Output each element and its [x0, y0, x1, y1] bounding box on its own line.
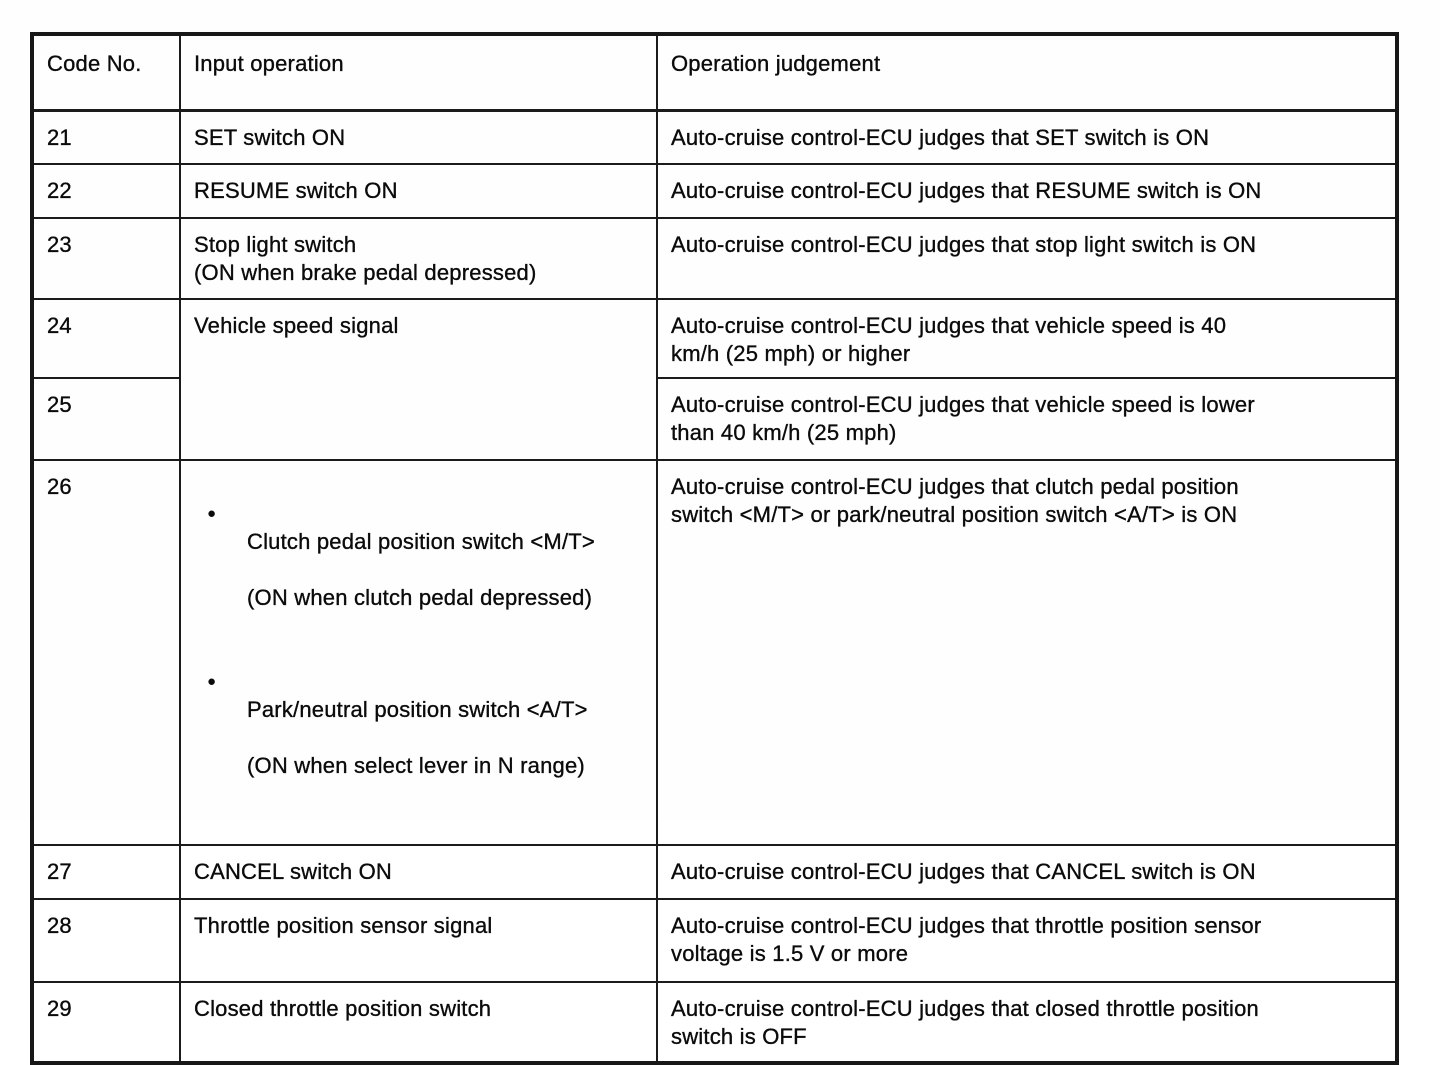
column-header-operation-judgement: Operation judgement — [657, 34, 1397, 111]
table-row-code-21: 21 SET switch ON Auto-cruise control-ECU… — [32, 111, 1397, 164]
bullet-icon: ● — [194, 500, 247, 528]
table-row-code-23: 23 Stop light switch (ON when brake peda… — [32, 218, 1397, 299]
input-operation-cell-bulleted: ● Clutch pedal position switch <M/T> (ON… — [180, 460, 657, 845]
table-row-code-29: 29 Closed throttle position switch Auto-… — [32, 982, 1397, 1063]
operation-judgement-cell: Auto-cruise control-ECU judges that clut… — [657, 460, 1397, 845]
bullet-text: Clutch pedal position switch <M/T> — [247, 528, 640, 556]
code-cell: 25 — [32, 378, 180, 460]
operation-judgement-cell: Auto-cruise control-ECU judges that clos… — [657, 982, 1397, 1063]
scanned-page: Code No. Input operation Operation judge… — [0, 0, 1440, 820]
operation-judgement-cell: Auto-cruise control-ECU judges that stop… — [657, 218, 1397, 299]
input-operation-cell: SET switch ON — [180, 111, 657, 164]
bullet-icon: ● — [194, 668, 247, 696]
input-operation-cell: RESUME switch ON — [180, 164, 657, 218]
bullet-text: Park/neutral position switch <A/T> — [247, 696, 640, 724]
diagnosis-code-table: Code No. Input operation Operation judge… — [30, 32, 1399, 1065]
table-row-code-22: 22 RESUME switch ON Auto-cruise control-… — [32, 164, 1397, 218]
column-header-input-operation: Input operation — [180, 34, 657, 111]
table-row-code-28: 28 Throttle position sensor signal Auto-… — [32, 899, 1397, 982]
operation-judgement-cell: Auto-cruise control-ECU judges that SET … — [657, 111, 1397, 164]
code-cell: 23 — [32, 218, 180, 299]
code-cell: 21 — [32, 111, 180, 164]
operation-judgement-cell: Auto-cruise control-ECU judges that vehi… — [657, 299, 1397, 378]
operation-judgement-cell: Auto-cruise control-ECU judges that thro… — [657, 899, 1397, 982]
table-header-row: Code No. Input operation Operation judge… — [32, 34, 1397, 111]
operation-judgement-cell: Auto-cruise control-ECU judges that vehi… — [657, 378, 1397, 460]
code-cell: 28 — [32, 899, 180, 982]
column-header-code: Code No. — [32, 34, 180, 111]
code-cell: 22 — [32, 164, 180, 218]
input-operation-cell: Throttle position sensor signal — [180, 899, 657, 982]
table-row-code-24: 24 Vehicle speed signal Auto-cruise cont… — [32, 299, 1397, 378]
operation-judgement-cell: Auto-cruise control-ECU judges that CANC… — [657, 845, 1397, 899]
bullet-subtext: (ON when clutch pedal depressed) — [247, 584, 640, 612]
code-cell: 24 — [32, 299, 180, 378]
table-row-code-26: 26 ● Clutch pedal position switch <M/T> … — [32, 460, 1397, 845]
code-cell: 27 — [32, 845, 180, 899]
bullet-subtext: (ON when select lever in N range) — [247, 752, 640, 780]
bullet-item-park-neutral: ● Park/neutral position switch <A/T> (ON… — [194, 668, 640, 808]
input-operation-cell: Closed throttle position switch — [180, 982, 657, 1063]
code-cell: 29 — [32, 982, 180, 1063]
table-row-code-27: 27 CANCEL switch ON Auto-cruise control-… — [32, 845, 1397, 899]
input-operation-cell: Stop light switch (ON when brake pedal d… — [180, 218, 657, 299]
operation-judgement-cell: Auto-cruise control-ECU judges that RESU… — [657, 164, 1397, 218]
input-operation-cell-merged: Vehicle speed signal — [180, 299, 657, 460]
input-operation-cell: CANCEL switch ON — [180, 845, 657, 899]
code-cell: 26 — [32, 460, 180, 845]
bullet-item-clutch-pedal: ● Clutch pedal position switch <M/T> (ON… — [194, 500, 640, 640]
